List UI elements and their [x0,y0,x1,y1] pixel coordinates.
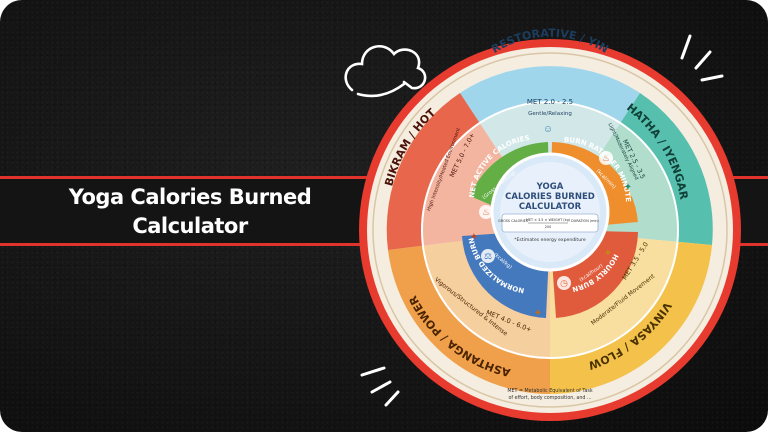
footnote-line-2: of effort, body composition, and ... [508,395,591,401]
meditation-figure-icon: ☺ [543,124,553,135]
center-title-line-1: YOGA [536,182,564,192]
sparkle-lines-icon [360,366,400,407]
center-disk-inner [500,162,600,262]
formula-gross: GROSS CALORIES [498,219,528,223]
clock-icon-bg [557,276,571,290]
clock-icon: ◷ [560,278,568,288]
flame-icon-rate: ♨ [602,153,610,163]
flame-icon-bg [599,151,613,165]
center-title-line-2: CALORIES BURNED [505,192,595,202]
wheel-middle-line [421,101,679,359]
standing-pose-figure-icon: ✦ [624,182,632,193]
leaf-icon-bg [479,205,493,219]
hot-pose-figure-icon: ✦ [470,232,478,243]
formula-divisor: 200 [545,225,551,229]
power-pose-figure-icon: ✦ [534,308,542,319]
wheel-ornament-line [372,52,728,408]
flow-pose-figure-icon: ✦ [604,248,612,259]
outer-desc-restorative: Gentle/Relaxing [528,111,572,117]
formula-met: MET × 3.5 × WEIGHT (kg) [526,218,571,222]
scale-icon-bg [481,249,495,263]
flame-icon-net: ♨ [482,207,490,217]
formula-duration: DURATION (min) [571,219,599,223]
center-title-line-3: CALCULATOR [519,202,582,212]
cloud-doodle-icon [344,44,427,98]
scale-icon: ⚖ [484,251,492,261]
center-note: *Estimates energy expenditure [514,237,586,243]
sparkle-lines-icon [680,34,724,82]
outer-met-restorative: MET 2.0 - 2.5 [527,98,573,106]
banner-title: Yoga Calories Burned Calculator [68,185,312,238]
footnote-line-1: MET = Metabolic Equivalent of Task [507,388,593,394]
